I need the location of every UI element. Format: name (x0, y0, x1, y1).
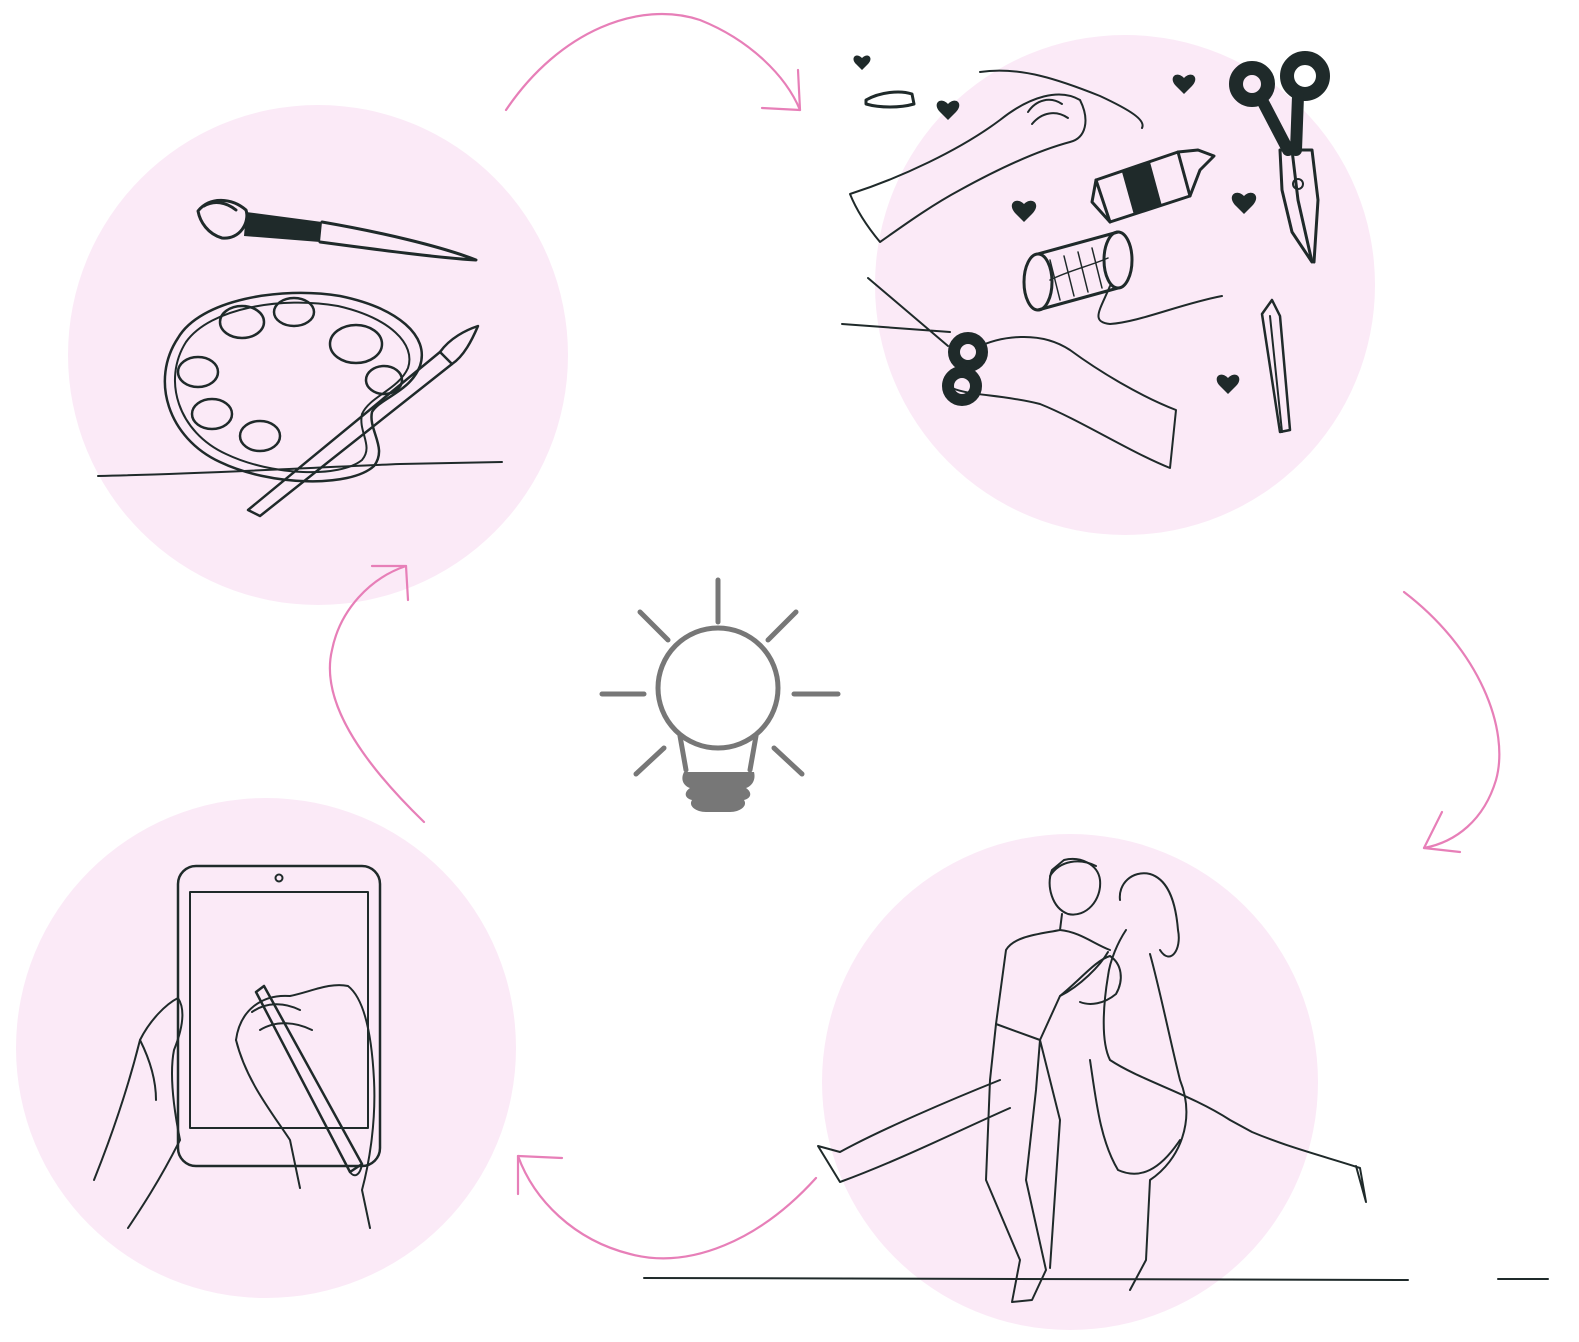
flow-arrow-painting-to-crafting (506, 14, 800, 110)
node-dancing (644, 834, 1548, 1330)
lightbulb-icon (602, 580, 838, 812)
curved-arrow-icon (1404, 592, 1499, 848)
curved-arrow-icon (518, 1156, 816, 1258)
flow-arrow-digital-drawing-to-painting (330, 566, 424, 822)
flow-arrow-dancing-to-digital-drawing (518, 1156, 816, 1258)
flow-arrow-crafting-to-dancing (1404, 592, 1499, 852)
node-painting (68, 105, 568, 605)
curved-arrow-icon (330, 566, 424, 822)
curved-arrow-icon (506, 14, 800, 110)
node-painting-circle (68, 105, 568, 605)
node-crafting (842, 35, 1375, 535)
node-digital-drawing-circle (16, 798, 516, 1298)
node-digital-drawing (16, 798, 516, 1298)
node-dancing-circle (822, 834, 1318, 1330)
